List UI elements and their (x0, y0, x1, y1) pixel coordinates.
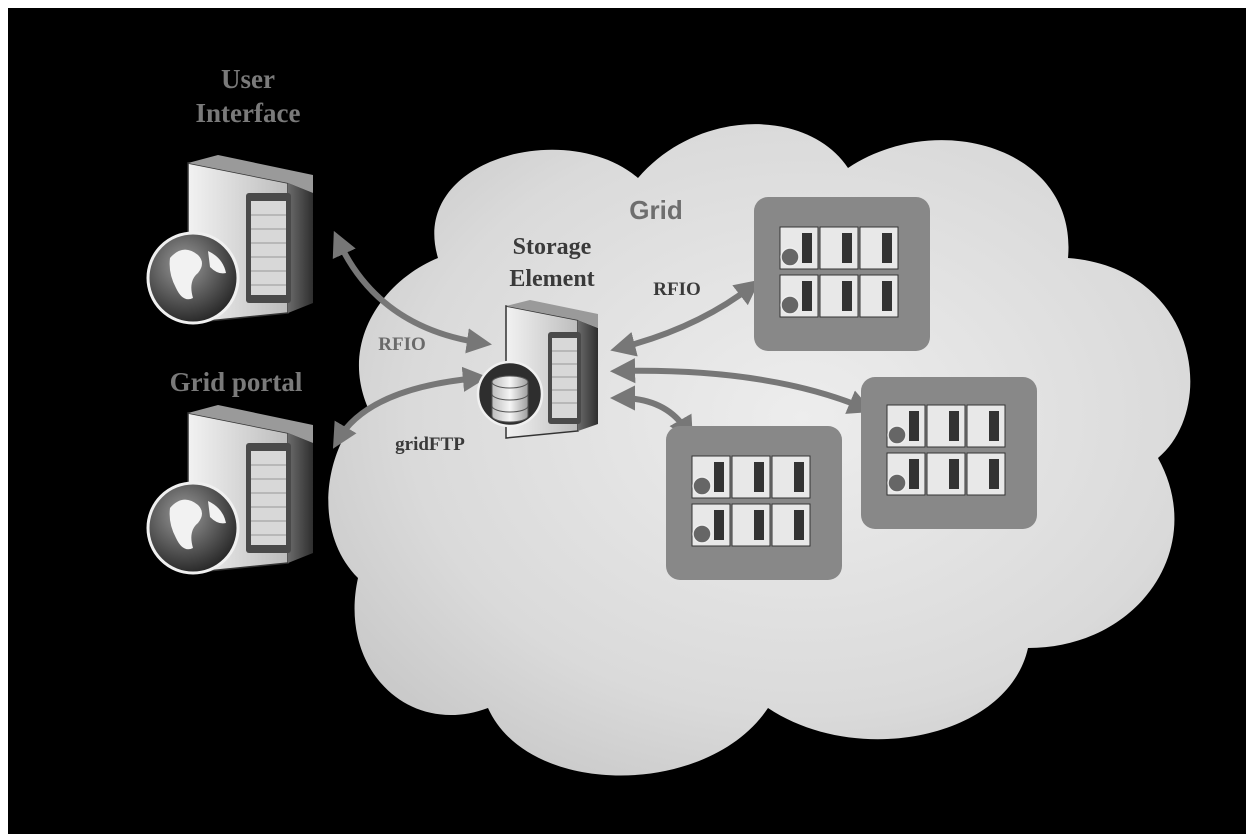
server-database-icon (476, 300, 598, 439)
arrow-portal-to-storage (332, 366, 489, 449)
grid-portal-server (146, 405, 313, 575)
user-interface-server (146, 155, 313, 325)
label-grid-portal: Grid portal (170, 367, 303, 397)
cluster-bottom (666, 426, 842, 580)
label-grid: Grid (629, 195, 682, 225)
server-cluster-icon (886, 404, 1006, 496)
arrow-ui-to-storage (332, 230, 492, 354)
cluster-right (861, 377, 1037, 529)
server-cluster-icon (691, 455, 811, 547)
label-user-interface-line2: Interface (196, 98, 301, 128)
label-storage-element-line1: Storage (513, 234, 592, 260)
arrow-storage-to-cluster-right (609, 358, 874, 414)
label-user-interface-line1: User (221, 64, 275, 94)
server-globe-icon (146, 155, 313, 325)
server-cluster-icon (779, 226, 899, 318)
server-globe-icon (146, 405, 313, 575)
label-rfio-right: RFIO (653, 279, 701, 300)
label-rfio-left: RFIO (378, 334, 426, 355)
arrow-storage-to-cluster-top (610, 279, 760, 357)
storage-element-server (476, 300, 598, 439)
cluster-top (754, 197, 930, 351)
diagram-canvas: User Interface Grid portal Grid Storage … (8, 8, 1246, 834)
label-storage-element-line2: Element (509, 266, 594, 292)
arrows (332, 230, 874, 449)
label-gridftp: gridFTP (395, 434, 465, 455)
